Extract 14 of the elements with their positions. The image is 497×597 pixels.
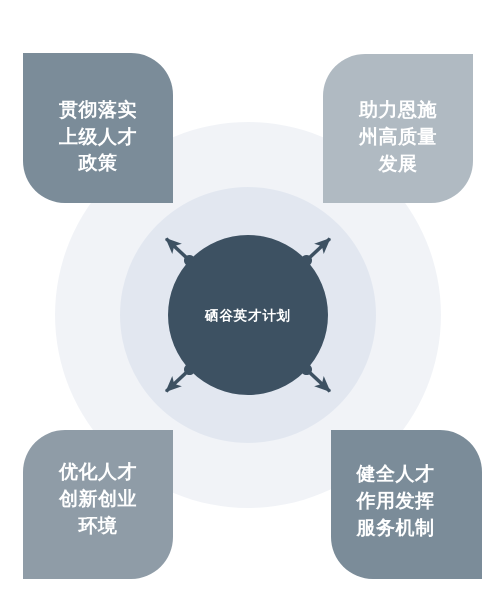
arrow [301, 364, 332, 393]
center-circle [168, 235, 328, 395]
card-text: 贯彻落实上级人才政策 [58, 98, 138, 176]
leaf-card [323, 54, 473, 203]
card-text: 优化人才创新创业环境 [58, 460, 138, 539]
arrow [164, 237, 195, 266]
leaf-card [331, 430, 482, 579]
card-text: 助力恩施州高质量发展 [358, 98, 438, 177]
leaf-card [23, 430, 173, 579]
center-title: 硒谷英才计划 [204, 307, 292, 326]
arrow [301, 237, 332, 266]
card-text: 健全人才作用发挥服务机制 [355, 462, 436, 541]
arrow [164, 364, 195, 393]
leaf-card [23, 53, 173, 203]
